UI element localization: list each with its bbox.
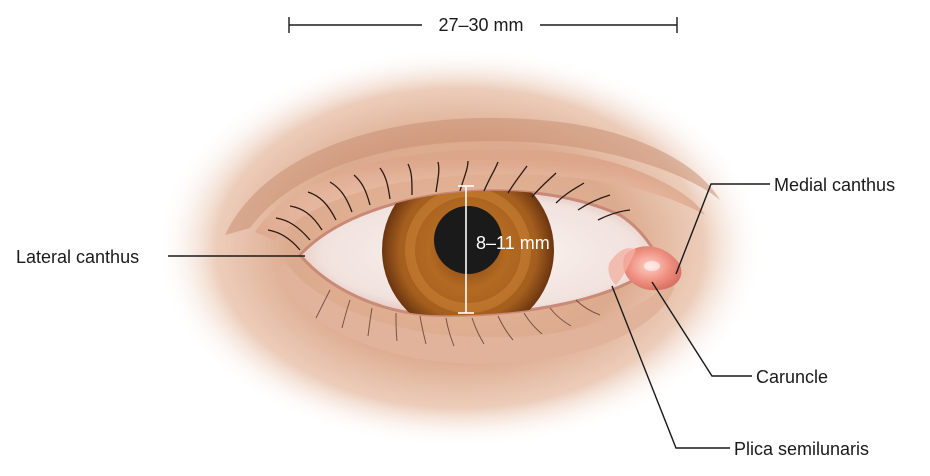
height-dimension <box>458 185 474 314</box>
plica-semilunaris-shape <box>608 248 636 285</box>
medial-canthus-leader <box>675 183 770 275</box>
pupil <box>434 206 502 274</box>
lateral-canthus-label: Lateral canthus <box>16 247 139 267</box>
plica-semilunaris-leader <box>611 285 730 449</box>
caruncle-leader <box>651 281 752 377</box>
lower-eyelid <box>275 262 676 364</box>
height-dimension-label: 8–11 mm <box>476 233 550 253</box>
plica-semilunaris-label: Plica semilunaris <box>734 439 869 459</box>
width-dimension <box>288 17 678 33</box>
width-dimension-label: 27–30 mm <box>438 15 523 35</box>
lower-eyelashes <box>315 289 601 347</box>
caruncle-label: Caruncle <box>756 367 828 387</box>
upper-eyelid <box>255 149 705 240</box>
upper-lid-crease <box>225 117 720 235</box>
medial-canthus-label: Medial canthus <box>774 175 895 195</box>
upper-eyelashes <box>267 160 631 251</box>
